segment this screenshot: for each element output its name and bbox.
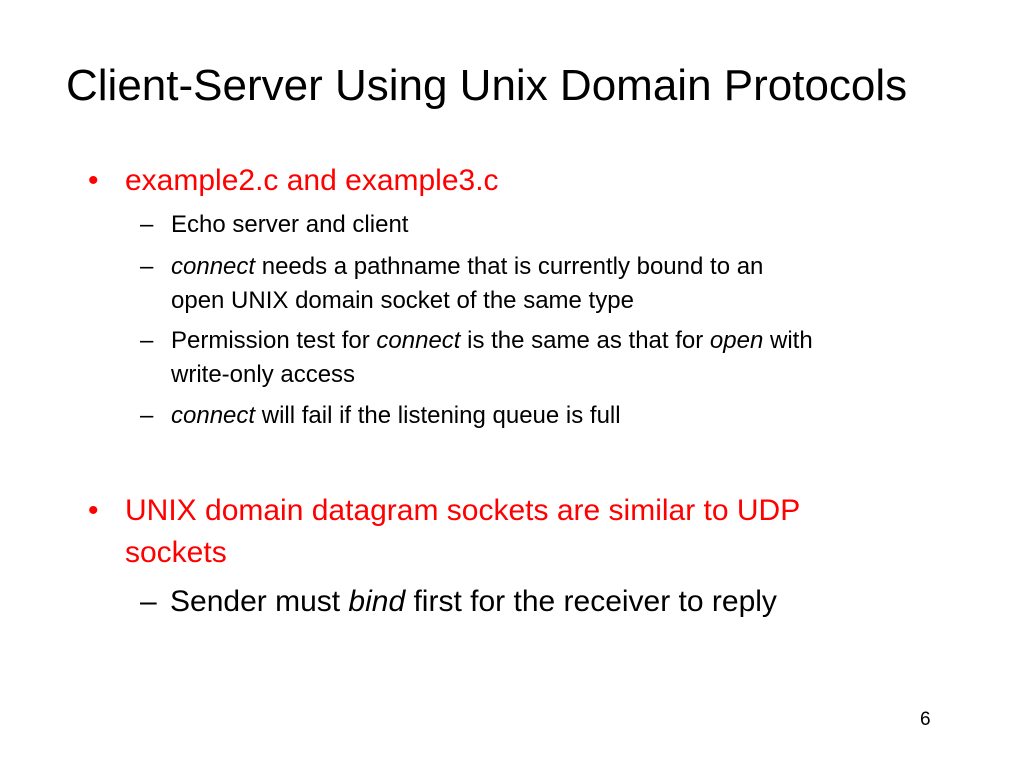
sub-bullet-1-4-text: connect will fail if the listening queue…	[171, 399, 951, 433]
dash-icon: –	[140, 253, 154, 280]
slide-title: Client-Server Using Unix Domain Protocol…	[66, 61, 908, 110]
sub-bullet-1-1-text: Echo server and client	[171, 211, 409, 238]
text-run: needs a pathname that is currently bound…	[255, 253, 764, 280]
bullet-2-text: UNIX domain datagram sockets are similar…	[125, 490, 945, 574]
text-run: Sender must	[170, 585, 349, 618]
text-run: open UNIX domain socket of the same type	[171, 287, 634, 314]
dash-icon: –	[140, 327, 154, 354]
sub-bullet-1-3-text: Permission test for connect is the same …	[171, 324, 951, 392]
text-run: is the same as that for	[460, 327, 710, 354]
italic-term: connect	[171, 402, 256, 429]
bullet-dot-icon: •	[88, 164, 99, 197]
italic-term: connect	[376, 327, 461, 354]
text-run: Permission test for	[171, 327, 377, 354]
dash-icon: –	[140, 211, 154, 238]
dash-icon: –	[140, 585, 157, 618]
sub-bullet-1-2-text: connect needs a pathname that is current…	[171, 250, 951, 318]
text-run: first for the receiver to reply	[405, 585, 777, 618]
text-run: sockets	[125, 536, 227, 569]
dash-icon: –	[140, 402, 154, 429]
text-run: write-only access	[171, 361, 356, 388]
italic-term: open	[709, 327, 764, 354]
bullet-1-text: example2.c and example3.c	[125, 164, 499, 197]
bullet-dot-icon: •	[88, 494, 99, 527]
sub-bullet-2-1-text: Sender must bind first for the receiver …	[170, 582, 950, 622]
text-run: UNIX domain datagram sockets are similar…	[125, 494, 801, 527]
text-run: will fail if the listening queue is full	[255, 402, 621, 429]
page-number: 6	[920, 709, 931, 730]
italic-term: connect	[171, 253, 256, 280]
text-run: with	[763, 327, 813, 354]
italic-term: bind	[348, 585, 406, 618]
